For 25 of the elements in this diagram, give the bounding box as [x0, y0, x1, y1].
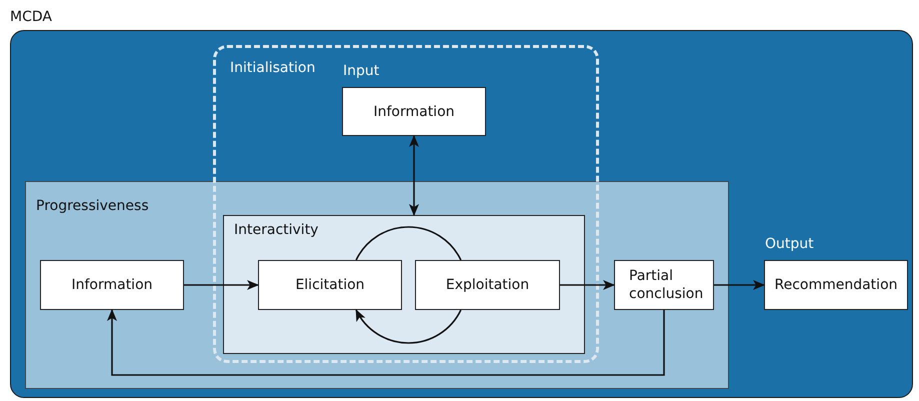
box-caption: Input — [343, 63, 380, 79]
interactivity-panel — [223, 215, 585, 354]
panel-heading: MCDA — [10, 9, 52, 25]
process-box — [258, 260, 402, 310]
box-label: Information — [71, 276, 153, 294]
arrow — [107, 309, 665, 376]
process-box — [764, 260, 908, 310]
box-caption: Output — [765, 236, 814, 252]
process-box — [342, 87, 486, 136]
process-box — [614, 260, 714, 310]
panel-heading: Progressiveness — [36, 198, 149, 214]
process-box — [40, 260, 184, 310]
box-label: Information — [373, 102, 455, 120]
box-label: Exploitation — [446, 276, 530, 294]
panel-heading: Initialisation — [230, 60, 316, 76]
panel-heading: Interactivity — [234, 222, 318, 238]
arrow — [409, 135, 419, 216]
arrow — [560, 280, 615, 290]
box-label: Partial conclusion — [629, 267, 704, 303]
cycle-arrow — [355, 309, 462, 344]
box-label: Elicitation — [295, 276, 365, 294]
process-box — [415, 260, 560, 310]
arrow — [714, 280, 765, 290]
arrow — [184, 280, 259, 290]
box-label: Recommendation — [774, 276, 898, 294]
